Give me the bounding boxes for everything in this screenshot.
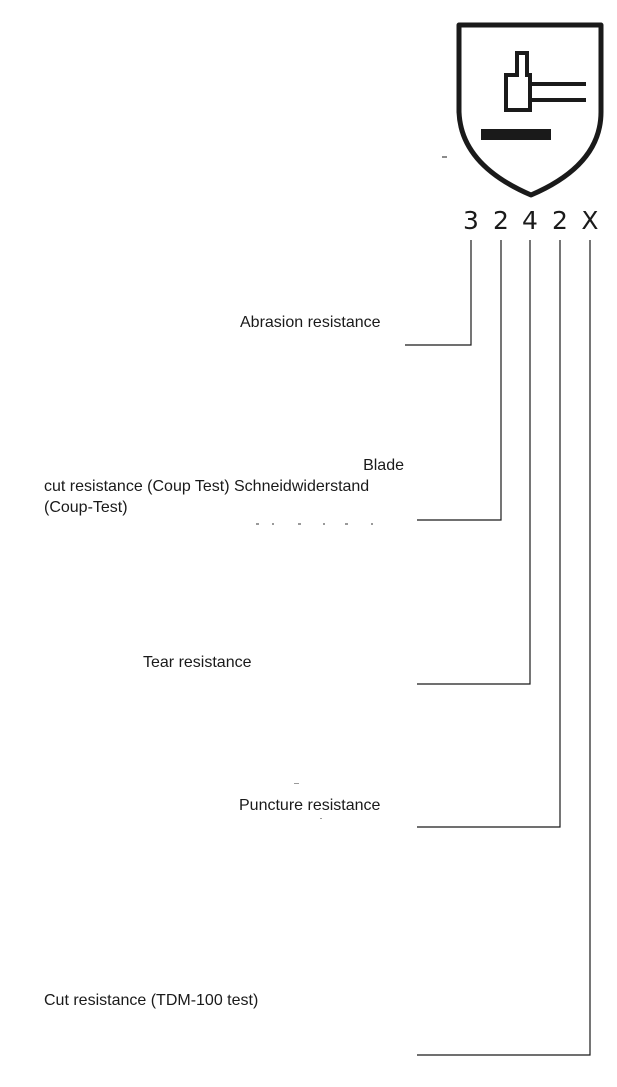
base-bar-icon: [481, 129, 551, 140]
leader-line-cut-tdm: [417, 240, 591, 1056]
protective-glove-pictogram: [442, 22, 604, 198]
label-abrasion-resistance: Abrasion resistance: [240, 314, 381, 331]
label-blade-cut-line-1: Blade: [363, 457, 404, 474]
code-digit-2: 2: [493, 206, 509, 235]
leader-line-tear: [417, 240, 531, 685]
label-blade-cut-line-2: cut resistance (Coup Test) Schneidwiders…: [44, 478, 370, 495]
leader-lines: [405, 240, 591, 1056]
leader-line-abrasion: [405, 240, 472, 346]
code-digit-4: 2: [552, 206, 568, 235]
label-blade-cut-resistance: Blade cut resistance (Coup Test) Schneid…: [44, 455, 404, 518]
label-cut-resistance-tdm: Cut resistance (TDM-100 test): [44, 992, 259, 1009]
code-digit-1: 3: [463, 206, 479, 235]
code-digit-5: X: [581, 206, 598, 235]
hammer-icon: [504, 51, 586, 112]
label-blade-cut-line-3: (Coup-Test): [44, 499, 128, 516]
label-tear-resistance: Tear resistance: [143, 654, 252, 671]
scan-specks: [256, 523, 373, 819]
leader-line-blade-cut: [417, 240, 502, 521]
code-digits: 3 2 4 2 X: [463, 206, 599, 235]
code-digit-3: 4: [522, 206, 538, 235]
label-puncture-resistance: Puncture resistance: [239, 797, 381, 814]
leader-line-puncture: [417, 240, 561, 828]
